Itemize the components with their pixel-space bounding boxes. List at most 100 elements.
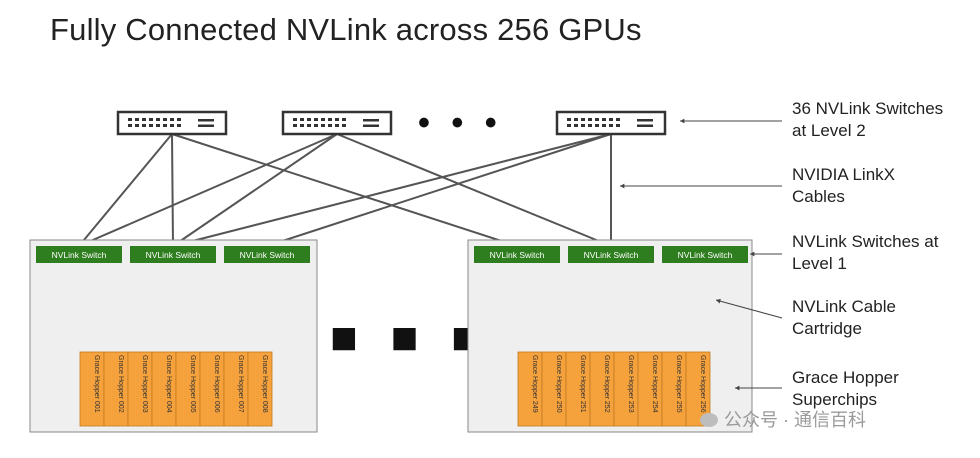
cartridge-link-t2-s3-c8 (697, 262, 706, 353)
annotation-cartridge: NVLink Cable Cartridge (792, 296, 896, 340)
cartridge-link-t1-s2-c8 (172, 262, 261, 353)
port-icon (567, 124, 571, 127)
port-icon (609, 118, 613, 121)
superchip-label: Grace Hopper 251 (579, 355, 586, 413)
level1-switch-label: NVLink Switch (584, 250, 639, 260)
linkx-cable-6 (336, 133, 612, 247)
indicator-icon (363, 119, 379, 122)
superchip-label: Grace Hopper 002 (117, 355, 124, 413)
indicator-icon (637, 124, 653, 127)
port-icon (314, 124, 318, 127)
port-icon (581, 124, 585, 127)
arrowhead-icon (716, 298, 721, 304)
tray-2-box (467, 239, 753, 433)
cartridge-link-t2-s2-c7 (610, 262, 675, 353)
ellipsis-top: • • • (418, 104, 503, 142)
superchip-label: Grace Hopper 250 (555, 355, 562, 413)
watermark-text: 公众号 · 通信百科 (724, 410, 866, 430)
superchip-t2-7 (661, 351, 687, 427)
port-icon (616, 118, 620, 121)
cartridge-link-t1-s3-c7 (235, 262, 268, 353)
annotation-level2-line2: at Level 2 (792, 121, 866, 140)
arrowhead-icon (680, 118, 685, 124)
superchip-label: Grace Hopper 253 (627, 355, 634, 413)
cartridge-link-t1-s1-c5 (78, 262, 189, 353)
cartridge-link-t2-s1-c5 (516, 262, 627, 353)
indicator-icon (637, 119, 653, 122)
port-icon (149, 124, 153, 127)
port-icon (328, 118, 332, 121)
level1-switch-t1-3 (224, 246, 310, 263)
port-icon (128, 124, 132, 127)
superchip-t2-2 (541, 351, 567, 427)
annotation-level1-line1: NVLink Switches at (792, 232, 939, 251)
cartridge-link-t2-s1-c3 (516, 262, 579, 353)
port-icon (588, 124, 592, 127)
port-icon (602, 118, 606, 121)
level2-switch-body (555, 110, 667, 136)
linkx-cable-9 (172, 133, 612, 247)
port-icon (595, 124, 599, 127)
port-icon (574, 124, 578, 127)
port-icon (293, 118, 297, 121)
cartridge-link-t2-s2-c4 (601, 262, 612, 353)
cartridge-link-t1-s1-c7 (78, 262, 237, 353)
superchip-t1-1 (79, 351, 105, 427)
level1-switch-t2-2 (568, 246, 654, 263)
cartridge-link-t2-s2-c2 (553, 262, 612, 353)
cartridge-link-t2-s3-c5 (625, 262, 706, 353)
port-icon (142, 118, 146, 121)
linkx-cable-8 (266, 133, 612, 247)
annotation-superchips-line2: Superchips (792, 390, 878, 409)
superchip-t2-5 (613, 351, 639, 427)
arrowhead-icon (620, 183, 625, 189)
indicator-icon (198, 119, 214, 122)
port-icon (170, 118, 174, 121)
superchip-t1-4 (151, 351, 177, 427)
port-icon (128, 118, 132, 121)
linkx-cable-2 (171, 133, 174, 247)
port-icon (293, 124, 297, 127)
port-icon (328, 124, 332, 127)
linkx-cable-5 (172, 133, 338, 247)
port-icon (177, 124, 181, 127)
cartridge-link-t2-s1-c4 (516, 262, 603, 353)
level1-switch-label: NVLink Switch (490, 250, 545, 260)
cartridge-link-t1-s1-c2 (78, 262, 117, 353)
cartridge-link-t2-s2-c6 (610, 262, 651, 353)
tray-1-box (29, 239, 318, 433)
level1-switch-label: NVLink Switch (52, 250, 107, 260)
level1-switch-label: NVLink Switch (678, 250, 733, 260)
cartridge-link-t1-s3-c1 (91, 262, 268, 353)
port-icon (142, 124, 146, 127)
superchip-label: Grace Hopper 001 (93, 355, 100, 413)
annotation-level1-line2: Level 1 (792, 254, 847, 273)
annotation-cartridge-line1: NVLink Cable (792, 297, 896, 316)
port-icon (177, 118, 181, 121)
cartridge-link-t2-s2-c1 (529, 262, 612, 353)
port-icon (163, 124, 167, 127)
cartridge-link-t1-s2-c7 (172, 262, 237, 353)
superchip-t1-8 (247, 351, 273, 427)
annotation-level2-line1: 36 NVLink Switches (792, 99, 944, 118)
cartridge-link-t2-s3-c1 (529, 262, 706, 353)
level2-switch-1 (116, 110, 228, 136)
cartridge-link-t2-s3-c7 (673, 262, 706, 353)
level1-switch-label: NVLink Switch (240, 250, 295, 260)
level1-switch-t2-3 (662, 246, 748, 263)
watermark: 公众号 · 通信百科 (700, 406, 866, 432)
superchip-label: Grace Hopper 007 (237, 355, 244, 413)
cartridge-link-t2-s3-c3 (577, 262, 706, 353)
port-icon (314, 118, 318, 121)
arrowhead-icon (735, 385, 740, 391)
port-icon (609, 124, 613, 127)
cartridge-link-t1-s2-c5 (172, 262, 189, 353)
cartridge-link-t1-s2-c6 (172, 262, 213, 353)
port-icon (602, 124, 606, 127)
cartridge-link-t1-s1-c1 (78, 262, 93, 353)
superchip-label: Grace Hopper 255 (675, 355, 682, 413)
superchip-t1-3 (127, 351, 153, 427)
annotation-cables-line1: NVIDIA LinkX (792, 165, 895, 184)
level2-switch-2 (281, 110, 393, 136)
level1-switch-label: NVLink Switch (146, 250, 201, 260)
